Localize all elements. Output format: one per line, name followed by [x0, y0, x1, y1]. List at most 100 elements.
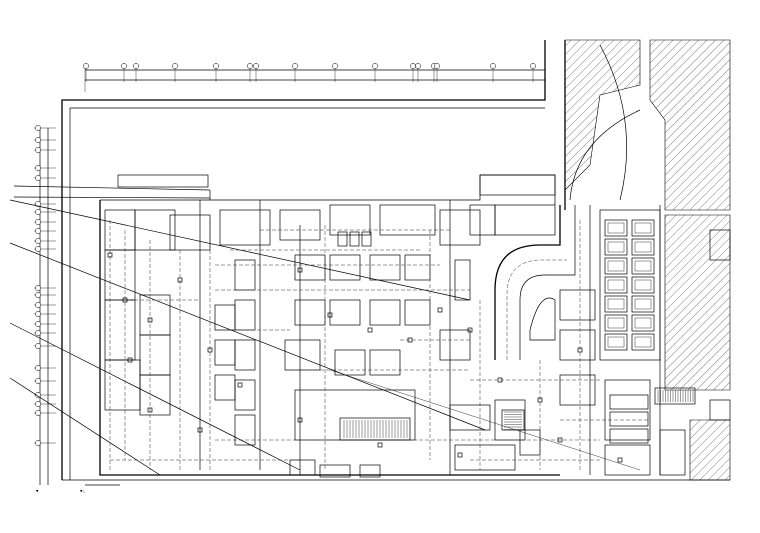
grid-bubble [35, 378, 41, 384]
svg-text:▼△: ▼△ [80, 489, 85, 493]
parking-stall [604, 333, 628, 351]
grid-bubble [133, 63, 139, 69]
parking-stall [604, 257, 628, 275]
grid-bubble [35, 209, 41, 215]
electrical-device [577, 347, 583, 353]
electrical-device [237, 382, 243, 388]
grid-bubble [35, 292, 41, 298]
grid-bubble [35, 165, 41, 171]
car-symbol [634, 260, 652, 272]
electrical-device [207, 347, 213, 353]
room [319, 464, 351, 478]
room [234, 259, 256, 291]
grid-bubble [35, 246, 41, 252]
room [369, 299, 401, 326]
electrical-device [617, 457, 623, 463]
grid-bubble [35, 201, 41, 207]
grid-bubble [247, 63, 253, 69]
room [449, 404, 491, 431]
grid-bubble [292, 63, 298, 69]
parking-stall [631, 238, 655, 256]
parking-stall [604, 276, 628, 294]
room [494, 399, 526, 441]
electrical-device [497, 377, 503, 383]
room [439, 329, 471, 361]
grid-bubble [35, 228, 41, 234]
grid-bubble [35, 147, 41, 153]
car-symbol [634, 241, 652, 253]
parking-stall [631, 219, 655, 237]
parking-stall [631, 276, 655, 294]
parking-stall [604, 219, 628, 237]
car-symbol [607, 222, 625, 234]
grid-bubble [35, 440, 41, 446]
left-grid-axis: ▼ ▼△ [34, 125, 85, 493]
room [134, 209, 176, 251]
grid-bubble [35, 302, 41, 308]
room [404, 254, 431, 281]
parking-stall [609, 394, 649, 410]
electrical-device [377, 442, 383, 448]
parking-stall [609, 428, 649, 444]
room [379, 204, 436, 236]
electrical-device [437, 307, 443, 313]
grid-bubble [83, 63, 89, 69]
grid-bubble [434, 63, 440, 69]
room [559, 329, 596, 361]
grid-bubble [530, 63, 536, 69]
grid-bubble [490, 63, 496, 69]
car-symbol [607, 279, 625, 291]
electrical-device [467, 327, 473, 333]
parking-stall [604, 295, 628, 313]
grid-bubble [35, 311, 41, 317]
grid-bubble [35, 238, 41, 244]
room [214, 339, 236, 366]
grid-bubble [35, 321, 41, 327]
room [214, 374, 236, 401]
room [454, 444, 516, 471]
room [519, 429, 541, 456]
car-symbol [607, 241, 625, 253]
room [359, 464, 381, 478]
room [604, 444, 651, 476]
electrical-device [327, 312, 333, 318]
grid-bubble [372, 63, 378, 69]
parking-stall [609, 411, 649, 427]
room [709, 399, 731, 421]
room [284, 339, 321, 371]
electrical-device [367, 327, 373, 333]
room [104, 209, 136, 251]
electrical-device [147, 317, 153, 323]
room [234, 339, 256, 371]
electrical-device [297, 417, 303, 423]
grid-bubble [415, 63, 421, 69]
existing-building-hatch [564, 39, 731, 481]
room [559, 374, 596, 406]
car-symbol [607, 336, 625, 348]
room [604, 379, 651, 441]
grid-bubble [172, 63, 178, 69]
grid-bubble [35, 343, 41, 349]
grid-bubble [35, 410, 41, 416]
room [439, 209, 481, 246]
electrical-device [407, 337, 413, 343]
electrical-device [177, 277, 183, 283]
vehicle-symbols [337, 231, 372, 247]
grid-bubble [35, 125, 41, 131]
car-symbol [634, 222, 652, 234]
section-lines [9, 199, 641, 476]
electrical-device [457, 452, 463, 458]
grid-bubble [35, 137, 41, 143]
grid-bubble [253, 63, 259, 69]
electrical-device [297, 267, 303, 273]
car-symbol [634, 279, 652, 291]
room [494, 204, 556, 236]
room-partitions [104, 174, 731, 478]
escalator [339, 387, 696, 441]
electrical-device [122, 297, 128, 303]
room [104, 249, 136, 301]
electrical-device [537, 397, 543, 403]
room [329, 204, 371, 236]
room [479, 174, 556, 196]
